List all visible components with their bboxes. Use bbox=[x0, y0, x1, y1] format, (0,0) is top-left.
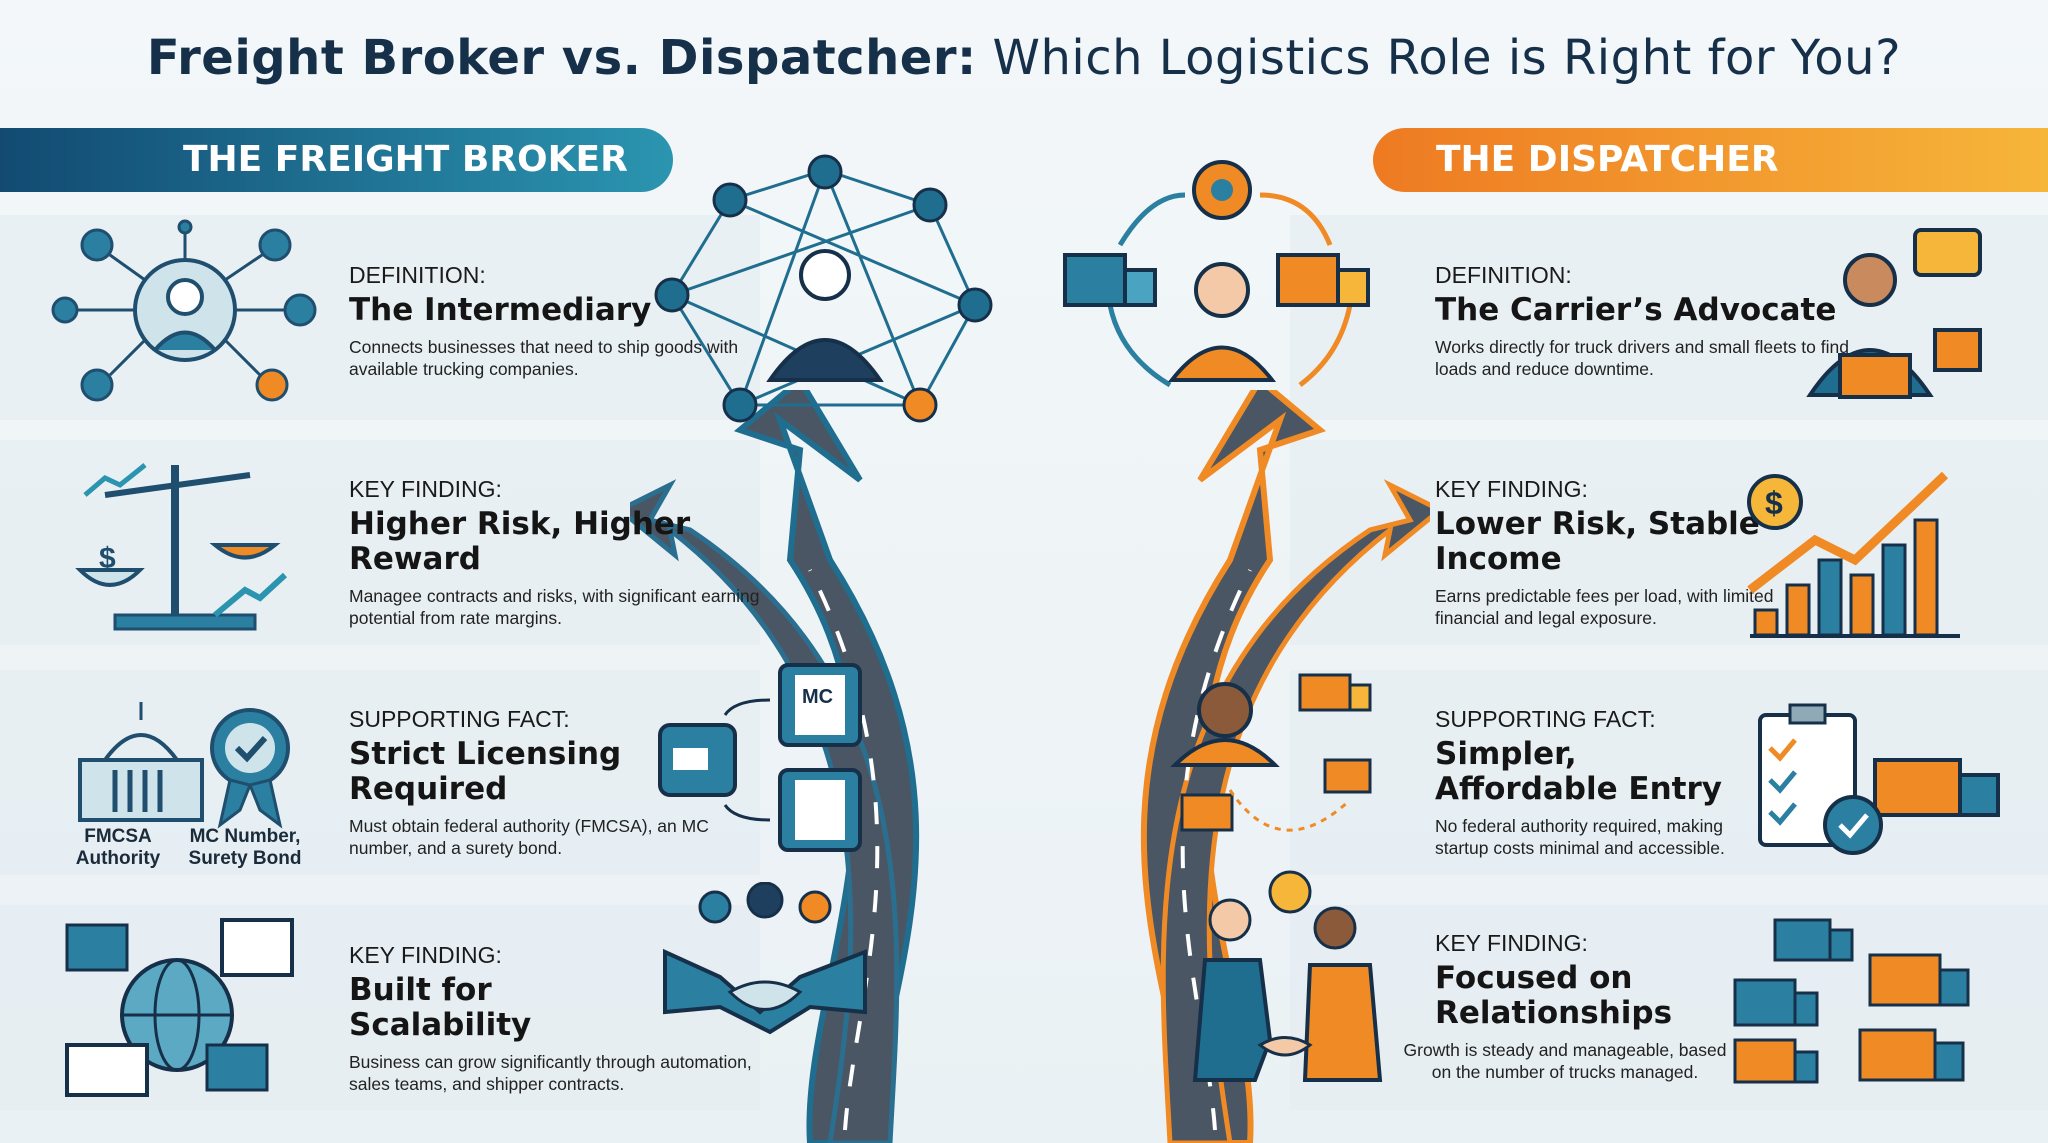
svg-text:$: $ bbox=[99, 542, 116, 575]
row-label: SUPPORTING FACT: bbox=[349, 706, 570, 732]
broker-row-definition bbox=[0, 215, 760, 420]
broker-scalability-text: KEY FINDING: Built for Scalability Busin… bbox=[349, 942, 779, 1095]
dispatcher-laptop-person-icon bbox=[1806, 228, 1982, 399]
row-description: Works directly for truck drivers and sma… bbox=[1435, 337, 1849, 379]
row-label: DEFINITION: bbox=[349, 262, 486, 288]
dispatcher-trucks-cycle-icon bbox=[1063, 160, 1370, 388]
row-label: DEFINITION: bbox=[1435, 262, 1572, 288]
growth-chart-dollar-icon: $ bbox=[1747, 471, 1960, 638]
dispatcher-definition-text: DEFINITION: The Carrier’s Advocate Works… bbox=[1435, 262, 1855, 380]
fmcsa-caption: FMCSA Authority bbox=[75, 826, 161, 869]
dispatcher-relationships-text: KEY FINDING: Focused on Relationships Gr… bbox=[1400, 930, 1730, 1083]
row-description: Earns predictable fees per load, with li… bbox=[1435, 586, 1774, 628]
row-heading: Higher Risk, Higher Reward bbox=[349, 506, 691, 577]
row-description: Business can grow significantly through … bbox=[349, 1052, 752, 1094]
broker-risk-text: KEY FINDING: Higher Risk, Higher Reward … bbox=[349, 476, 769, 629]
checklist-truck-icon bbox=[1758, 703, 2000, 855]
row-heading: Built for Scalability bbox=[349, 972, 532, 1043]
dispatcher-entry-text: SUPPORTING FACT: Simpler, Affordable Ent… bbox=[1435, 706, 1735, 859]
title-bold: Freight Broker vs. Dispatcher: bbox=[146, 30, 977, 86]
row-description: Managee contracts and risks, with signif… bbox=[349, 586, 760, 628]
mc-document-label: MC bbox=[802, 686, 833, 708]
fleet-trucks-icon bbox=[1733, 918, 1970, 1084]
row-label: KEY FINDING: bbox=[1435, 930, 1588, 956]
row-heading: Lower Risk, Stable Income bbox=[1435, 506, 1760, 577]
row-description: Growth is steady and manageable, based o… bbox=[1403, 1040, 1727, 1082]
row-label: SUPPORTING FACT: bbox=[1435, 706, 1656, 732]
broker-definition-text: DEFINITION: The Intermediary Connects bu… bbox=[349, 262, 749, 380]
dispatcher-handshake-icon bbox=[1192, 870, 1383, 1082]
row-label: KEY FINDING: bbox=[1435, 476, 1588, 502]
row-description: Must obtain federal authority (FMCSA), a… bbox=[349, 816, 709, 858]
row-heading: The Carrier’s Advocate bbox=[1435, 292, 1837, 328]
svg-text:$: $ bbox=[1765, 485, 1783, 521]
broker-network-person-icon bbox=[51, 219, 317, 402]
row-heading: The Intermediary bbox=[349, 292, 652, 328]
row-heading: Simpler, Affordable Entry bbox=[1435, 736, 1722, 807]
dispatcher-banner: THE DISPATCHER bbox=[1373, 128, 2048, 192]
broker-row-risk bbox=[0, 440, 760, 645]
row-heading: Strict Licensing Required bbox=[349, 736, 622, 807]
row-heading: Focused on Relationships bbox=[1435, 960, 1673, 1031]
broker-licensing-text: SUPPORTING FACT: Strict Licensing Requir… bbox=[349, 706, 749, 859]
capitol-and-ribbon-icons bbox=[78, 702, 290, 829]
row-description: Connects businesses that need to ship go… bbox=[349, 337, 739, 379]
broker-network-globe-icon bbox=[654, 154, 993, 423]
row-label: KEY FINDING: bbox=[349, 476, 502, 502]
row-label: KEY FINDING: bbox=[349, 942, 502, 968]
diverging-road-illustration bbox=[630, 390, 1430, 1143]
dispatcher-risk-text: KEY FINDING: Lower Risk, Stable Income E… bbox=[1435, 476, 1835, 629]
page-title: Freight Broker vs. Dispatcher: Which Log… bbox=[0, 30, 2048, 86]
mc-number-caption: MC Number, Surety Bond bbox=[188, 826, 302, 869]
global-logistics-network-icon bbox=[65, 918, 294, 1097]
broker-banner: THE FREIGHT BROKER bbox=[0, 128, 673, 192]
truck-to-documents-icon: MC bbox=[658, 663, 862, 852]
scale-balance-icon: $ bbox=[75, 463, 288, 631]
handshake-team-icon bbox=[663, 882, 867, 1035]
row-description: No federal authority required, making st… bbox=[1435, 816, 1725, 858]
dispatcher-driver-trucks-icon bbox=[1170, 673, 1372, 832]
title-rest: Which Logistics Role is Right for You? bbox=[976, 30, 1902, 86]
